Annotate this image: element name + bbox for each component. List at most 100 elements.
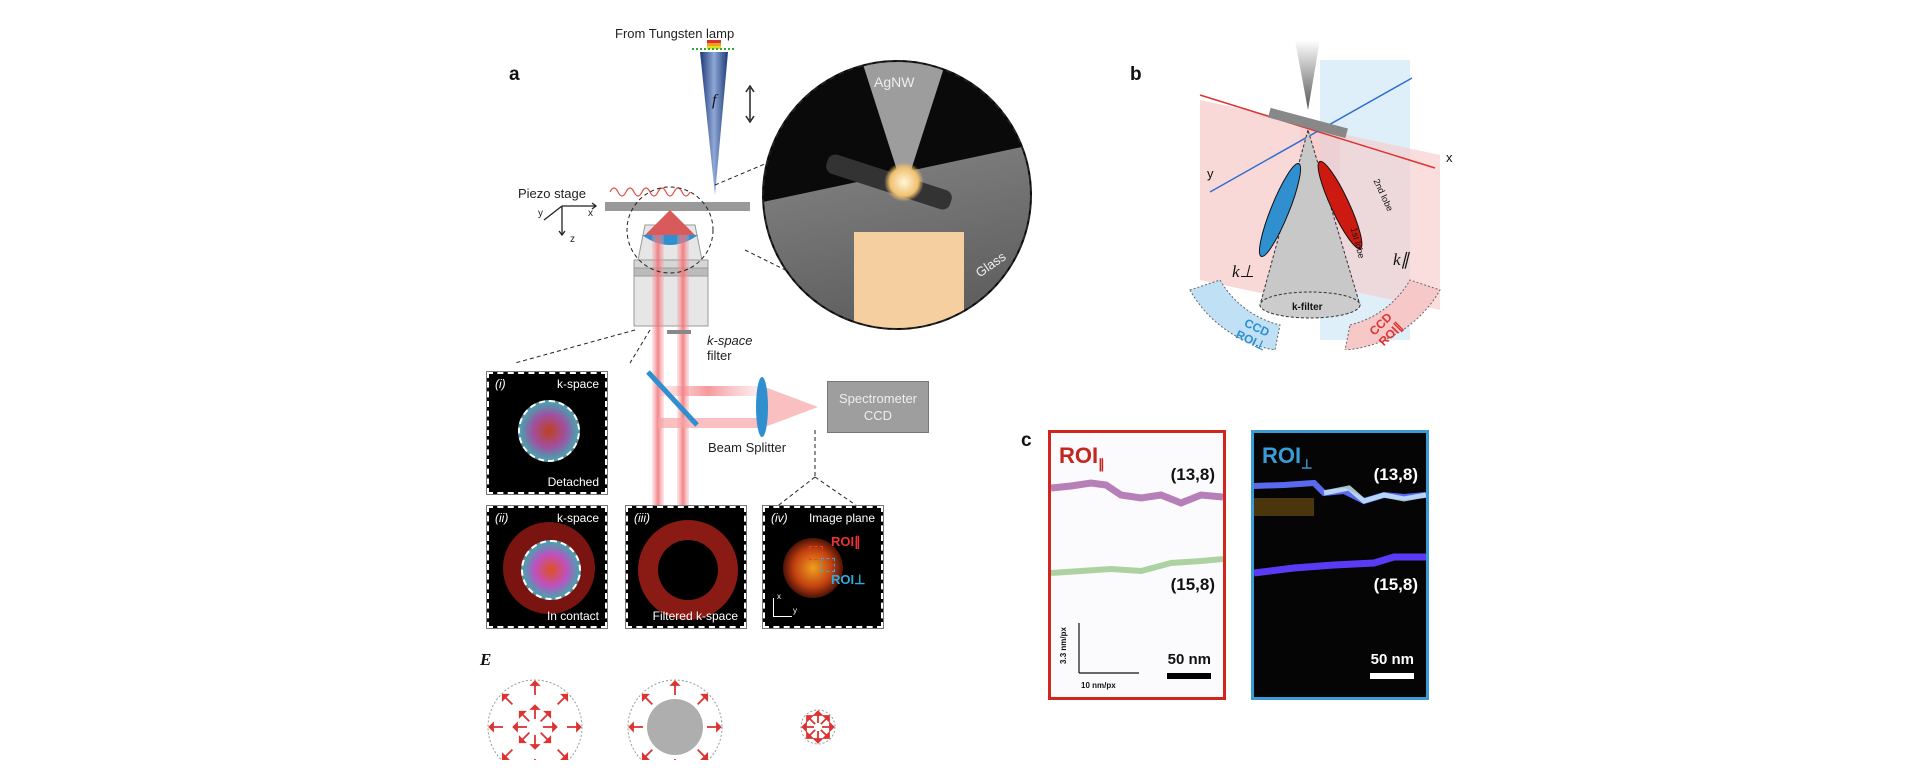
scale-bar — [1167, 673, 1211, 679]
field-arrow — [540, 732, 549, 741]
field-arrowhead — [801, 721, 807, 733]
e-field-label: E⃗ — [480, 650, 505, 669]
field-arrowhead — [821, 715, 830, 724]
field-arrowhead — [543, 735, 552, 744]
field-arrow — [521, 713, 530, 722]
field-arrowhead — [512, 721, 518, 733]
field-arrowhead — [576, 721, 582, 733]
inset-iii: (iii) Filtered k-space — [625, 505, 747, 629]
field-arrowhead — [812, 710, 824, 716]
inset-top-label: k-space — [556, 511, 599, 525]
axis-z-label: z — [570, 234, 575, 245]
field-arrowhead — [560, 693, 569, 702]
field-arrowhead — [529, 744, 541, 750]
scale-bar-label: 50 nm — [1370, 651, 1414, 668]
inset-bottom-label: In contact — [546, 609, 599, 623]
axis-x-label: x — [588, 208, 593, 219]
inset-bottom-label: Filtered k-space — [652, 609, 738, 623]
k-parallel-label: k∥ — [1393, 250, 1410, 269]
kspace-pattern — [521, 540, 581, 600]
field-arrowhead — [518, 735, 527, 744]
field-arrow — [820, 729, 828, 737]
field-arrowhead — [829, 721, 835, 733]
scale-bar — [1370, 673, 1414, 679]
field-arrow — [504, 696, 514, 706]
field-arrow — [696, 748, 706, 758]
field-arrow — [644, 696, 654, 706]
roi-parallel-trace — [1051, 479, 1223, 674]
roi-parallel-title: ROI∥ — [1059, 443, 1105, 472]
inset-index: (iii) — [634, 511, 650, 525]
mode-label-bottom: (15,8) — [1373, 575, 1418, 594]
spectrometer-label: Spectrometer — [838, 391, 918, 406]
inset-index: (ii) — [495, 511, 509, 525]
axis-y-b: y — [1207, 166, 1214, 181]
roi-perp-map: ROI⊥ (13,8) (15,8) 50 nm — [1251, 430, 1429, 700]
nanowire-b — [1268, 107, 1348, 139]
panel-b-letter: b — [1130, 64, 1142, 85]
field-arrow — [808, 729, 816, 737]
image-axis-y: y — [793, 606, 797, 615]
piezo-stage — [605, 202, 750, 211]
roi-perp-trace — [1254, 479, 1426, 577]
field-arrowhead — [543, 710, 552, 719]
focus-arrow — [745, 84, 755, 124]
inset-index: (iv) — [771, 511, 788, 525]
ccd-roi-perp — [1189, 279, 1281, 350]
field-arrowhead — [560, 752, 569, 760]
k-filter-label: k-filter — [1292, 302, 1323, 313]
agnw-label: AgNW — [874, 74, 915, 90]
glass-substrate-beam — [854, 232, 964, 328]
field-arrowhead — [529, 680, 541, 686]
field-arrowhead — [501, 752, 510, 760]
field-arrowhead — [641, 752, 650, 760]
inset-top-label: Image plane — [808, 511, 875, 525]
beam-splitter-label: Beam Splitter — [708, 440, 787, 455]
k-perp-label: k⊥ — [1232, 262, 1255, 281]
field-arrow — [820, 717, 828, 725]
axes-icon — [543, 202, 598, 237]
focusing-lens — [756, 377, 768, 437]
field-arrowhead — [518, 710, 527, 719]
field-arrow — [696, 696, 706, 706]
tip-cone — [700, 52, 728, 195]
axis-y-label: y — [538, 208, 543, 219]
lobe-perp — [1258, 163, 1302, 257]
field-arrowhead — [700, 752, 709, 760]
field-arrowhead — [641, 693, 650, 702]
field-pattern-3 — [800, 709, 836, 745]
scale-bar-label: 50 nm — [1167, 651, 1211, 668]
roi-perp-title-text: ROI — [1262, 443, 1302, 468]
field-arrowhead — [812, 738, 824, 744]
field-arrow — [556, 696, 566, 706]
field-pattern-2 — [627, 679, 723, 760]
field-arrow — [504, 748, 514, 758]
field-arrowhead — [821, 730, 830, 739]
k-space-filter — [667, 330, 691, 334]
field-arrowhead — [806, 715, 815, 724]
inset-bottom-label: Detached — [547, 475, 599, 489]
field-arrowhead — [806, 730, 815, 739]
beam-splitter — [646, 370, 699, 427]
inset-iv: (iv) Image plane ROI∥ ROI⊥ x y — [762, 505, 884, 629]
lamp-label: From Tungsten lamp — [615, 26, 735, 41]
kspace-pattern — [518, 400, 580, 462]
field-arrowhead — [700, 693, 709, 702]
mode-label-top: (13,8) — [1170, 465, 1215, 484]
piezo-stage-label: Piezo stage — [518, 186, 586, 201]
field-arrowhead — [669, 680, 681, 686]
field-arrowhead — [529, 704, 541, 710]
field-arrow — [556, 748, 566, 758]
field-arrowhead — [716, 721, 722, 733]
image-axes-icon — [773, 598, 792, 617]
field-arrow — [644, 748, 654, 758]
roi-perp-title: ROI⊥ — [1262, 443, 1312, 472]
field-arrowhead — [488, 721, 494, 733]
x-resolution-label: 10 nm/px — [1081, 681, 1116, 690]
kspace-filter-label: k-space filter — [707, 333, 753, 363]
field-pattern-1 — [487, 679, 583, 760]
tip-zoom-view: AgNW Glass — [762, 60, 1032, 330]
inset-index: (i) — [495, 377, 506, 391]
roi-parallel-subscript: ∥ — [1098, 456, 1105, 472]
